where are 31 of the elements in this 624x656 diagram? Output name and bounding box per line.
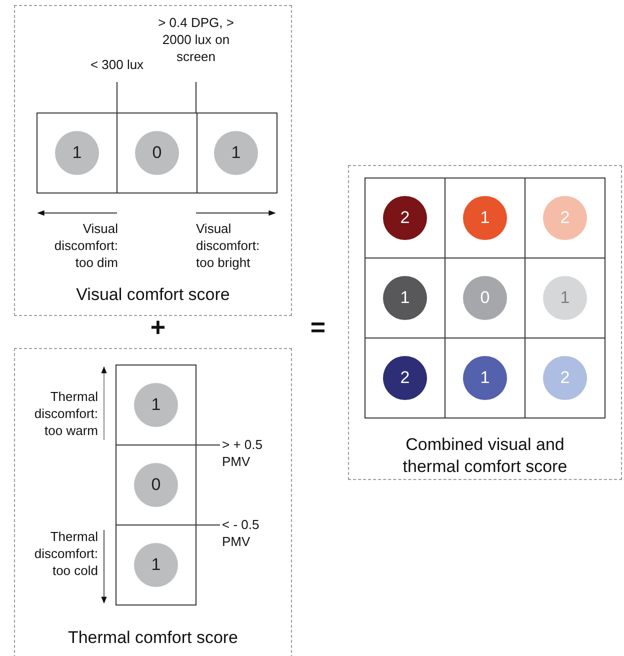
score-circle: 1 (463, 196, 507, 240)
annotation-text: Visual discomfort: too bright (196, 220, 261, 271)
score-circle: 0 (463, 276, 507, 320)
score-circle: 1 (134, 543, 178, 587)
equals-sign: = (309, 312, 327, 342)
threshold-label: < 300 lux (89, 56, 145, 73)
plus-sign: + (149, 312, 167, 342)
panel-title: Combined visual and thermal comfort score (402, 434, 568, 478)
score-circle: 1 (55, 131, 99, 175)
threshold-label: < - 0.5 PMV (222, 516, 260, 550)
score-circle: 2 (383, 196, 427, 240)
annotation-text: Visual discomfort: too dim (53, 220, 118, 271)
threshold-label: > 0.4 DPG, > 2000 lux on screen (157, 14, 235, 65)
score-circle: 0 (134, 463, 178, 507)
score-circle: 0 (135, 131, 179, 175)
panel (14, 348, 292, 656)
score-circle: 1 (383, 276, 427, 320)
panel (14, 5, 292, 316)
score-circle: 2 (543, 356, 587, 400)
threshold-label: > + 0.5 PMV (222, 436, 264, 470)
score-circle: 1 (463, 356, 507, 400)
panel (348, 165, 622, 480)
panel-title: Visual comfort score (75, 284, 231, 306)
score-circle: 2 (543, 196, 587, 240)
score-circle: 1 (134, 383, 178, 427)
score-circle: 2 (383, 356, 427, 400)
panel-title: Thermal comfort score (66, 627, 240, 649)
score-circle: 1 (543, 276, 587, 320)
annotation-text: Thermal discomfort: too cold (33, 528, 98, 579)
annotation-text: Thermal discomfort: too warm (33, 388, 98, 439)
score-circle: 1 (214, 131, 258, 175)
